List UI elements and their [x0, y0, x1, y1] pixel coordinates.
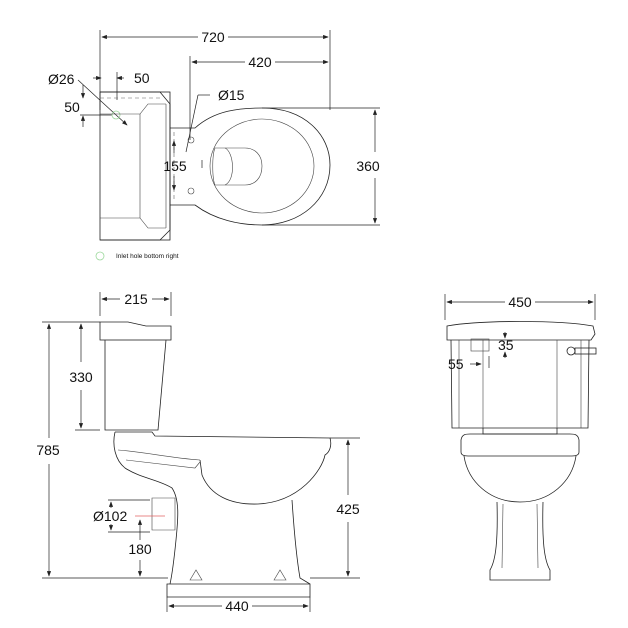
bowl-plan-outline [170, 107, 331, 226]
inlet-diameter-label: Ø26 [48, 71, 75, 87]
dimension-cistern-depth: 215 [99, 291, 172, 316]
dimension-cistern-height: 330 [69, 321, 100, 431]
dimension-seat-holes: Ø15 155 [163, 87, 245, 195]
inlet-legend: Inlet hole bottom right [95, 251, 179, 261]
cistern-front-outline [446, 321, 597, 429]
cistern-height-label: 330 [69, 369, 93, 385]
bowl-side-outline [113, 431, 332, 598]
bowl-width-label: 360 [356, 158, 380, 174]
dimension-overall-length: 720 [99, 29, 331, 110]
dimension-inlet: 50 Ø26 50 [48, 70, 150, 127]
legend-circle-icon [95, 251, 105, 261]
base-length-label: 440 [225, 598, 249, 614]
overall-length-label: 720 [201, 29, 225, 45]
seat-hole-diameter-label: Ø15 [218, 87, 245, 103]
flush-lever-handle [574, 347, 597, 355]
bowl-length-label: 420 [248, 54, 272, 70]
inlet-offset-y-label: 50 [64, 99, 80, 115]
legend-text: Inlet hole bottom right [116, 253, 179, 260]
dimension-seat-height: 425 [310, 437, 360, 579]
overall-height-label: 785 [36, 442, 60, 458]
dimension-cistern-width: 450 [444, 294, 596, 320]
bowl-front-outline [460, 428, 580, 581]
cistern-side-outline [99, 321, 172, 431]
dimension-button: 35 55 [448, 332, 514, 372]
cistern-depth-label: 215 [124, 291, 148, 307]
inlet-hole-marker [111, 110, 121, 120]
button-height-label: 35 [498, 337, 514, 353]
seat-height-label: 425 [336, 501, 360, 517]
flush-lever-icon [566, 346, 576, 356]
inlet-offset-x-label: 50 [134, 70, 150, 86]
dimension-base-length: 440 [166, 597, 311, 614]
cistern-plan-outline [99, 91, 171, 241]
dimension-bowl-length: 420 [189, 54, 329, 140]
plan-view: 720 420 50 Ø26 50 [48, 29, 380, 261]
cistern-width-label: 450 [508, 294, 532, 310]
seat-hole-spacing-label: 155 [163, 158, 187, 174]
dimension-bowl-width: 360 [262, 107, 380, 226]
button-offset-label: 55 [448, 356, 464, 372]
waste-diameter-label: Ø102 [93, 508, 127, 524]
side-view: 215 330 [36, 291, 360, 614]
dimension-waste: Ø102 180 [93, 499, 165, 577]
front-view: 450 35 55 [444, 294, 597, 581]
waste-height-label: 180 [128, 541, 152, 557]
dimension-overall-height: 785 [36, 321, 168, 579]
